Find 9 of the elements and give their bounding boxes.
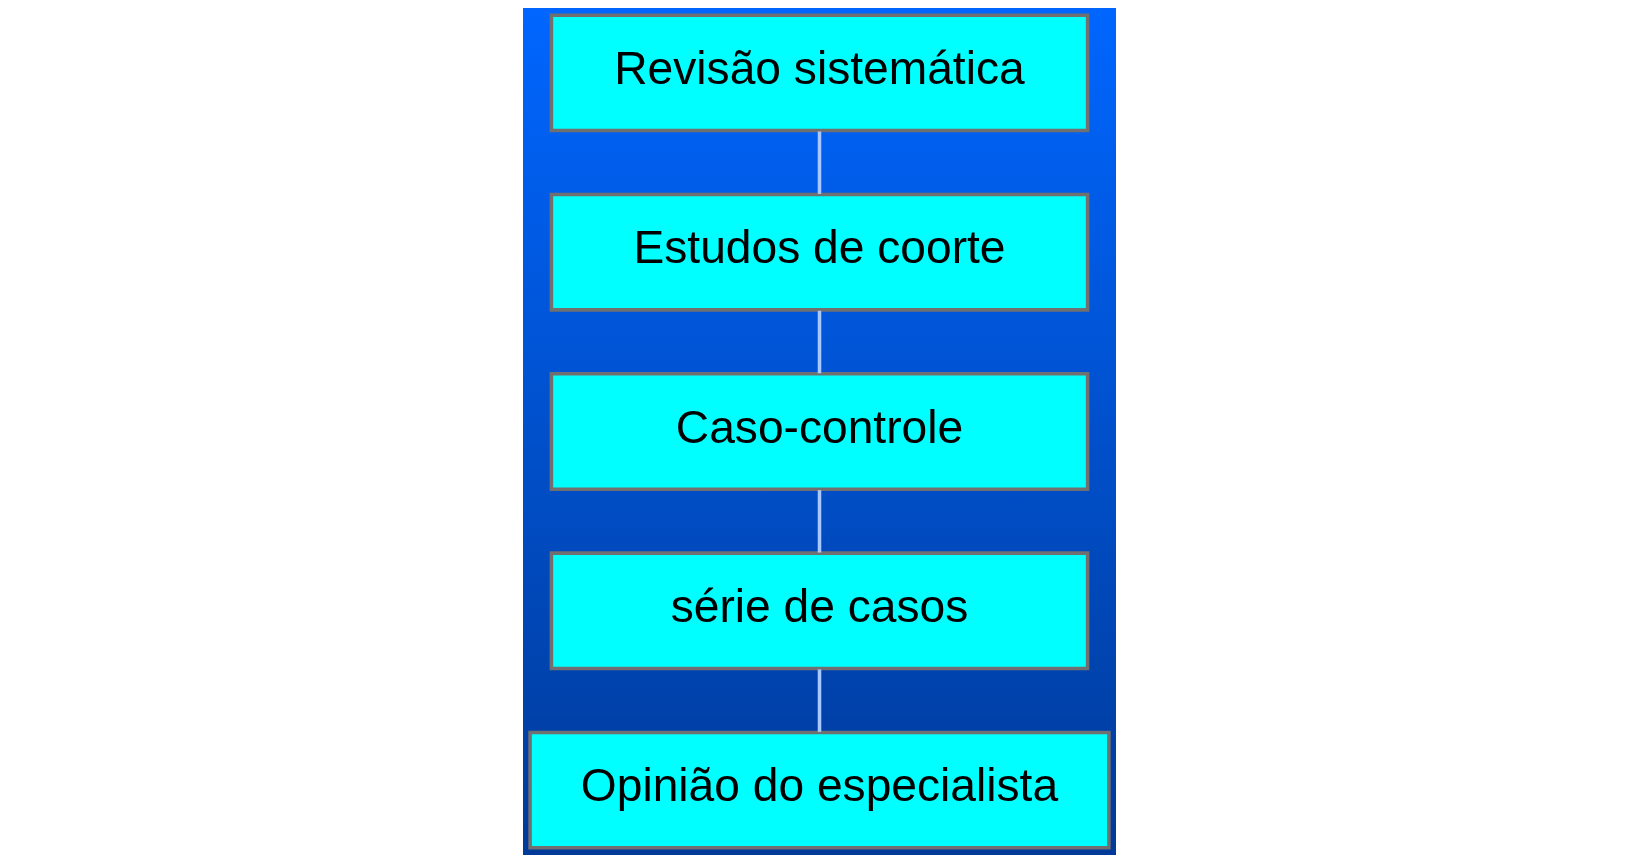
node-box: Caso-controle (549, 372, 1089, 491)
connector (817, 490, 821, 553)
node-box: Opinião do especialista (527, 730, 1111, 850)
connector (817, 669, 821, 732)
node-box: série de casos (549, 551, 1089, 671)
node-box: Estudos de coorte (549, 192, 1089, 312)
connector (817, 310, 821, 374)
connector (817, 131, 821, 194)
node-box: Revisão sistemática (549, 13, 1089, 133)
